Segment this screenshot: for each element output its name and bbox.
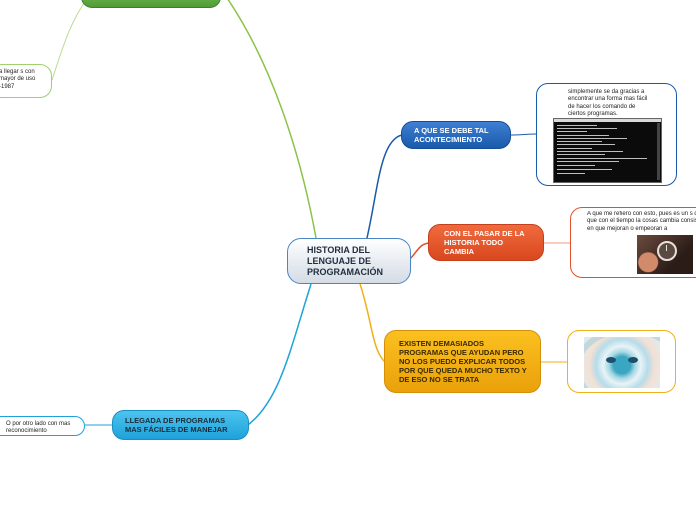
face-art-image (584, 337, 660, 388)
branch-change-label: CON EL PASAR DE LA HISTORIA TODO CAMBIA (444, 229, 525, 256)
note-easier[interactable]: O por otro lado con mas reconocimiento (0, 416, 85, 436)
link-central-many (359, 283, 386, 363)
link-reason-note (510, 133, 538, 136)
hand-clock-image (637, 235, 693, 274)
branch-easier[interactable]: LLEGADA DE PROGRAMAS MAS FÁCILES DE MANE… (112, 410, 249, 440)
note-change[interactable]: A que me refiero con esto, pues es un s … (570, 207, 696, 278)
branch-reason[interactable]: A QUE SE DEBE TAL ACONTECIMIENTO (401, 121, 511, 149)
branch-easier-label: LLEGADA DE PROGRAMAS MAS FÁCILES DE MANE… (125, 416, 228, 434)
link-top-note (51, 0, 87, 81)
link-central-change (410, 242, 430, 259)
branch-change[interactable]: CON EL PASAR DE LA HISTORIA TODO CAMBIA (428, 224, 544, 261)
link-central-easier (247, 283, 312, 426)
branch-many-label: EXISTEN DEMASIADOS PROGRAMAS QUE AYUDAN … (399, 339, 527, 384)
branch-many[interactable]: EXISTEN DEMASIADOS PROGRAMAS QUE AYUDAN … (384, 330, 541, 393)
command-prompt-image (553, 118, 662, 183)
central-topic-title: HISTORIA DEL LENGUAJE DE PROGRAMACIÓN (307, 244, 383, 277)
note-reason-text: simplemente se da gracias a encontrar un… (568, 89, 648, 117)
link-central-top (227, 0, 317, 239)
note-change-text: A que me refiero con esto, pues es un s … (587, 211, 696, 232)
note-easier-text: O por otro lado con mas reconocimiento (6, 421, 71, 435)
central-topic[interactable]: HISTORIA DEL LENGUAJE DE PROGRAMACIÓN (287, 238, 411, 284)
clock-icon (657, 241, 677, 261)
note-top[interactable]: a llegar s con mayor de uso -1987 (0, 64, 52, 98)
note-reason[interactable]: simplemente se da gracias a encontrar un… (536, 83, 677, 186)
note-top-text: a llegar s con mayor de uso -1987 (0, 69, 36, 90)
note-many[interactable] (567, 330, 676, 393)
branch-reason-label: A QUE SE DEBE TAL ACONTECIMIENTO (414, 126, 489, 144)
branch-top-partial[interactable] (81, 0, 221, 8)
link-central-reason (366, 134, 403, 239)
